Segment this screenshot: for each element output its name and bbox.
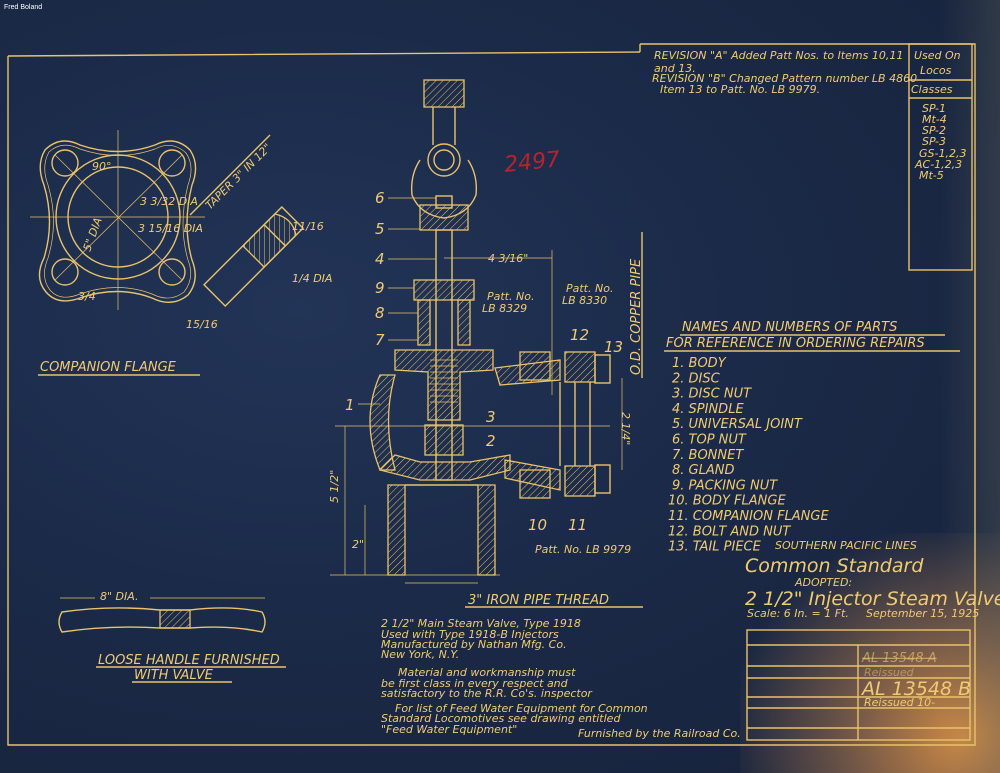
note-line: For list of Feed Water Equipment for Com…	[395, 702, 648, 715]
callout-12: 12	[570, 326, 589, 344]
callout-3: 3	[486, 408, 496, 426]
patt-no-bottom: Patt. No. LB 9979	[535, 543, 631, 556]
part-item: 1. BODY	[672, 356, 727, 371]
callout-7: 7	[375, 331, 385, 349]
class-item: AC-1,2,3	[914, 158, 962, 171]
part-item: 2. DISC	[672, 371, 721, 386]
used-on-header: Used On	[914, 49, 961, 62]
general-notes: 2 1/2" Main Steam Valve, Type 1918 Used …	[381, 617, 741, 740]
scale-label: Scale: 6 In. = 1 Ft.	[747, 607, 849, 620]
class-item: GS-1,2,3	[919, 147, 966, 160]
companion-flange-label: COMPANION FLANGE	[40, 360, 177, 375]
revision-line: REVISION "B" Changed Pattern number LB 4…	[652, 72, 917, 85]
revision-line: and 13.	[654, 62, 696, 75]
part-item: 10. BODY FLANGE	[668, 494, 786, 509]
note-line: "Feed Water Equipment"	[381, 723, 517, 736]
taper-label: TAPER 3" IN 12"	[203, 141, 274, 212]
part-item: 5. UNIVERSAL JOINT	[672, 417, 803, 432]
drawing-date: September 15, 1925	[866, 607, 979, 620]
callout-5: 5	[375, 220, 385, 238]
revision-notes: REVISION "A" Added Patt Nos. to Items 10…	[652, 49, 917, 96]
dim-outlet: 2 1/4"	[619, 412, 632, 445]
age-stain	[740, 533, 1000, 773]
loose-handle-drawing: 8" DIA. LOOSE HANDLE FURNISHED WITH VALV…	[58, 590, 286, 683]
common-standard: Common Standard	[745, 555, 924, 577]
part-item: 8. GLAND	[672, 463, 734, 478]
photo-credit: Fred Boland	[4, 4, 42, 11]
railroad-name: SOUTHERN PACIFIC LINES	[775, 539, 917, 552]
part-item: 3. DISC NUT	[672, 387, 752, 402]
part-item: 7. BONNET	[672, 448, 744, 463]
part-item: 13. TAIL PIECE	[668, 540, 762, 555]
companion-flange-drawing: 90° 3 3/32 DIA 3 15/16 DIA 5" DIA 3/4 TA…	[30, 130, 332, 376]
red-ink-number: 2497	[503, 147, 561, 178]
part-item: 9. PACKING NUT	[672, 478, 778, 493]
dim-label: 11/16	[292, 220, 324, 233]
reissued-old: Reissued	[864, 666, 915, 679]
dim-label: 3/4	[78, 290, 96, 303]
note-line: be first class in every respect and	[381, 677, 569, 690]
parts-list: NAMES AND NUMBERS OF PARTS FOR REFERENCE…	[664, 320, 960, 352]
handle-dia: 8" DIA.	[100, 590, 139, 603]
patt-no-value: LB 8329	[482, 302, 527, 315]
class-item: Mt-5	[919, 169, 944, 182]
class-item: SP-3	[922, 135, 946, 148]
parts-subtitle: FOR REFERENCE IN ORDERING REPAIRS	[666, 336, 925, 351]
note-line: satisfactory to the R.R. Co's. inspector	[381, 687, 593, 700]
drawing-number: AL 13548 B	[860, 678, 971, 700]
reissued-note: Reissued 10-	[864, 696, 935, 709]
dim-label: 1/4 DIA	[292, 272, 332, 285]
note-line: Manufactured by Nathan Mfg. Co.	[381, 638, 567, 651]
callout-1: 1	[345, 396, 355, 414]
handle-label: WITH VALVE	[134, 668, 214, 683]
revision-line: REVISION "A" Added Patt Nos. to Items 10…	[654, 49, 903, 62]
callout-8: 8	[375, 304, 385, 322]
dim-label: 15/16	[186, 318, 218, 331]
used-on-locos-table: Used On Locos Classes SP-1 Mt-4 SP-2 SP-…	[908, 43, 973, 271]
patt-no-value: LB 8330	[562, 294, 607, 307]
note-line: 2 1/2" Main Steam Valve, Type 1918	[381, 617, 581, 630]
patt-no-label: Patt. No.	[487, 290, 534, 303]
callout-10: 10	[528, 516, 547, 534]
callout-4: 4	[375, 250, 385, 268]
callout-9: 9	[375, 279, 385, 297]
valve-section-drawing: 4 3/16" 5 1/2" 2" 2 1/4" 6 5 4 9 8 7 1 3…	[328, 79, 644, 608]
revision-line: Item 13 to Patt. No. LB 9979.	[660, 83, 820, 96]
iron-pipe-label: 3" IRON PIPE THREAD	[468, 593, 609, 608]
copper-pipe-label: O.D. COPPER PIPE	[629, 258, 644, 375]
adopted-label: ADOPTED:	[794, 576, 852, 589]
callout-6: 6	[375, 189, 385, 207]
sheet-border	[7, 43, 976, 746]
note-line: Standard Locomotives see drawing entitle…	[381, 712, 621, 725]
drawing-title: 2 1/2" Injector Steam Valve	[745, 588, 1000, 610]
note-line: New York, N.Y.	[381, 648, 459, 661]
class-item: SP-2	[922, 124, 946, 137]
patt-no-label: Patt. No.	[566, 282, 613, 295]
handle-label: LOOSE HANDLE FURNISHED	[98, 653, 280, 668]
note-line: Used with Type 1918-B Injectors	[381, 628, 559, 641]
drawing-number-old: AL 13548 A	[861, 651, 937, 666]
dim-height: 5 1/2"	[328, 470, 341, 503]
dim-width: 4 3/16"	[488, 252, 528, 265]
dim-label: 3 15/16 DIA	[138, 222, 203, 235]
part-item: 6. TOP NUT	[672, 433, 747, 448]
note-line: Material and workmanship must	[398, 666, 576, 679]
class-item: Mt-4	[922, 113, 947, 126]
locos-header: Locos	[920, 64, 952, 77]
dim-label: 90°	[92, 160, 112, 173]
title-block: SOUTHERN PACIFIC LINES Common Standard A…	[745, 539, 1000, 741]
part-item: 11. COMPANION FLANGE	[668, 509, 829, 524]
callout-13: 13	[604, 338, 623, 356]
dim-label: 3 3/32 DIA	[140, 195, 198, 208]
callout-2: 2	[486, 432, 496, 450]
callout-11: 11	[568, 516, 587, 534]
dim-thread: 2"	[352, 538, 364, 551]
part-item: 4. SPINDLE	[672, 402, 744, 417]
classes-header: Classes	[911, 83, 953, 96]
furnished-note: Furnished by the Railroad Co.	[578, 727, 741, 740]
class-item: SP-1	[922, 102, 946, 115]
parts-title: NAMES AND NUMBERS OF PARTS	[682, 320, 897, 335]
part-item: 12. BOLT AND NUT	[668, 524, 791, 539]
